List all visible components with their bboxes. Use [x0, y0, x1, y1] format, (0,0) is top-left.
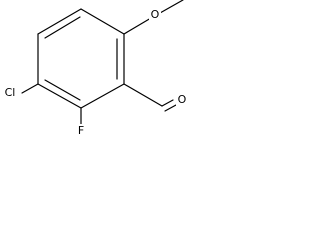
methoxy-oxygen-label: O — [151, 8, 160, 21]
chloro-bond — [21, 83, 39, 94]
chemical-structure-diagram: O O Cl F — [0, 0, 188, 138]
ring-bond-c2-c3 — [80, 83, 125, 109]
aldehyde-oxygen-background — [176, 93, 188, 107]
atom-labels: O O Cl F — [0, 8, 188, 138]
methoxy-oxygen-background — [149, 8, 161, 22]
aldehyde-double-bond-c-o-outer — [161, 99, 174, 107]
benzene-ring — [37, 8, 125, 109]
fluorine-background — [75, 124, 87, 138]
ring-bond-c6-c1 — [80, 8, 125, 35]
ring-bond-c3-c4 — [37, 83, 82, 109]
substituent-bonds — [21, 0, 184, 127]
methoxy-bond-o-ch3 — [159, 0, 184, 14]
aldehyde-bond-c-cho — [123, 83, 163, 107]
methoxy-bond-c-o — [123, 17, 152, 35]
chlorine-label: Cl — [5, 86, 16, 99]
ring-inner-double-bond-c3-c4 — [44, 79, 81, 101]
ring-inner-double-bond-c5-c6 — [44, 16, 81, 39]
fluorine-label: F — [78, 124, 84, 137]
chlorine-background — [0, 85, 20, 100]
aldehyde-double-bond-c-o-inner — [164, 104, 177, 112]
ring-bond-c5-c6 — [37, 8, 82, 35]
aldehyde-oxygen-label: O — [178, 93, 187, 106]
